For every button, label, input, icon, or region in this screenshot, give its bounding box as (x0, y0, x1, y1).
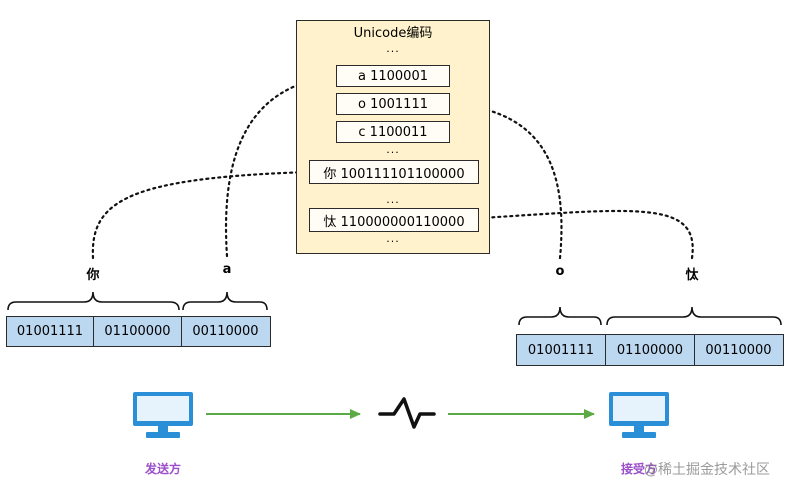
mapping-arrow-ni (91, 168, 310, 260)
unicode-entry-a: a 1100001 (336, 65, 450, 87)
sender-byte-1: 01001111 (16, 324, 84, 339)
mapping-arrow-o (452, 100, 563, 260)
unicode-entry-ni: 你 100111101100000 (309, 160, 479, 184)
receiver-byte-1: 01001111 (527, 342, 595, 358)
receiver-byte-2: 01100000 (605, 335, 694, 365)
receiver-byte-3: 00110000 (694, 335, 782, 365)
sender-char-label-a: a (222, 262, 232, 277)
brace-sender-ni (7, 291, 180, 311)
sender-byte-3: 00110000 (181, 317, 269, 346)
unicode-entry-c: c 1100011 (336, 121, 450, 143)
ellipsis-top: ... (386, 42, 400, 55)
receiver-monitor-icon (609, 392, 669, 438)
ellipsis-middle-2: ... (386, 193, 400, 206)
sender-monitor-icon (133, 392, 193, 438)
unicode-entry-tai: 忲 110000000110000 (309, 208, 479, 232)
mapping-arrow-tai (480, 209, 694, 260)
receiver-char-label-tai: 忲 (685, 268, 699, 283)
unicode-table-title: Unicode编码 (353, 26, 433, 41)
sender-byte-2: 01100000 (93, 317, 181, 346)
mapping-arrow-a (224, 72, 338, 258)
sender-label: 发送方 (144, 462, 181, 476)
brace-receiver-tai (606, 306, 782, 326)
watermark-text: @稀土掘金技术社区 (644, 462, 770, 478)
receiver-char-label-o: o (555, 264, 565, 279)
receiver-label: 接受方 (620, 462, 657, 476)
unicode-entry-o: o 1001111 (336, 93, 450, 115)
network-signal-icon (378, 397, 436, 429)
brace-receiver-o (518, 306, 602, 326)
sender-char-label-ni: 你 (86, 268, 100, 283)
receiver-byte-row: 01001111 01100000 00110000 (516, 334, 784, 366)
ellipsis-middle-1: ... (386, 143, 400, 156)
brace-sender-a (182, 291, 268, 311)
ellipsis-bottom: ... (386, 232, 400, 245)
sender-byte-row: 01001111 01100000 00110000 (6, 316, 271, 347)
